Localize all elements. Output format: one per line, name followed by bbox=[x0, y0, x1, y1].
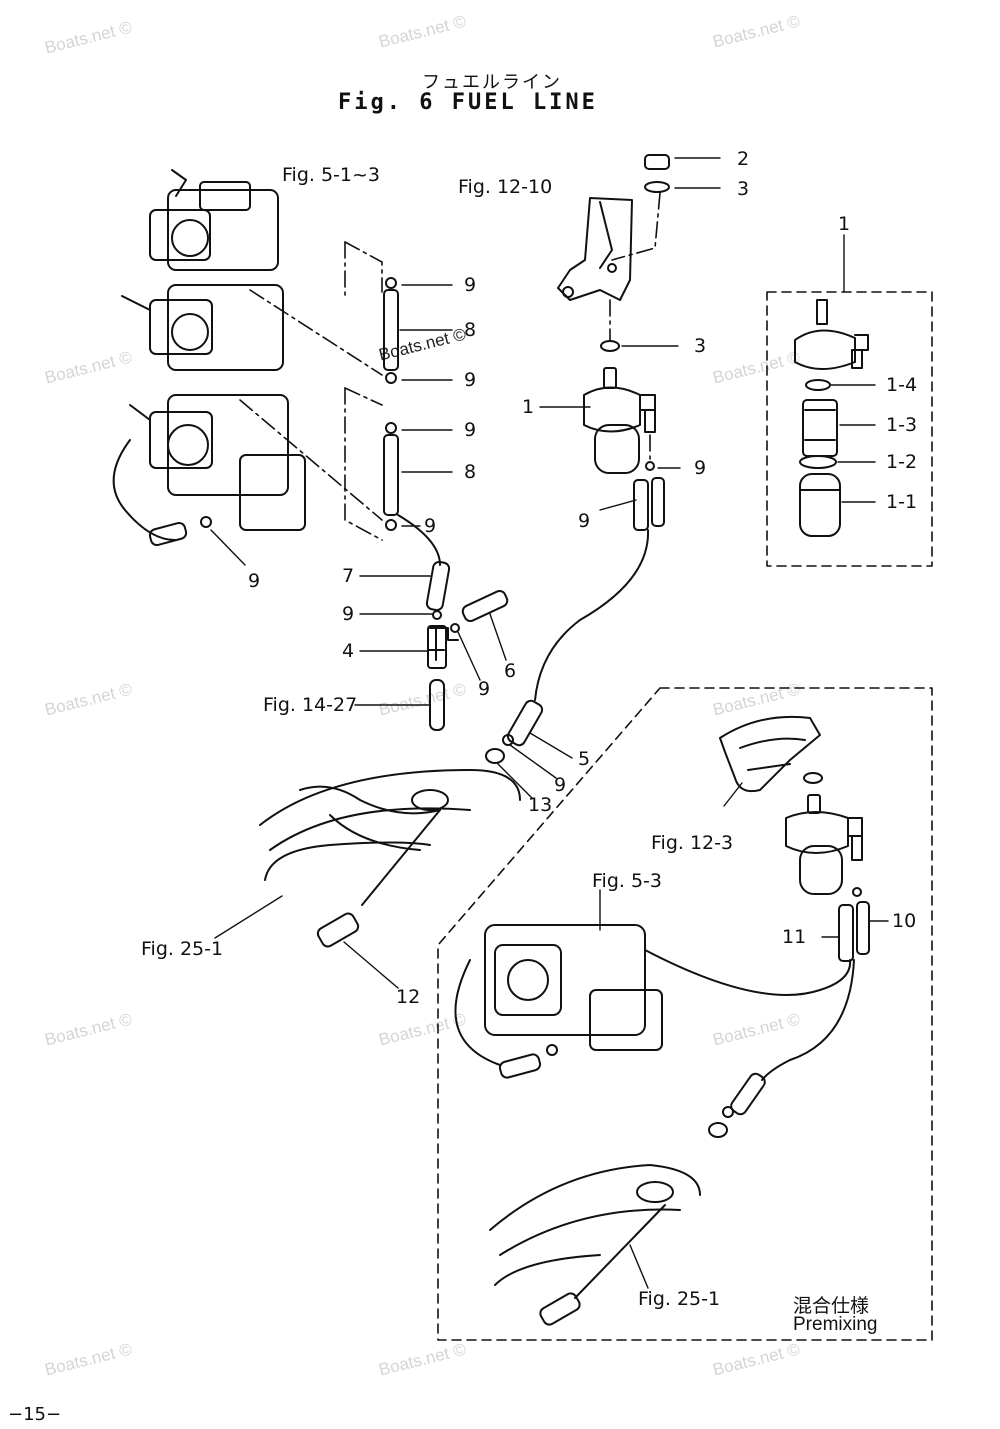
callout-5: 5 bbox=[578, 748, 591, 770]
page-number: −15− bbox=[8, 1404, 62, 1425]
callout-4: 4 bbox=[342, 640, 355, 662]
filter-exploded bbox=[794, 299, 869, 537]
fig-ref-5-3: Fig. 5-3 bbox=[592, 870, 662, 892]
callout-13: 13 bbox=[528, 794, 553, 816]
callout-9: 9 bbox=[464, 274, 477, 296]
callout-9: 9 bbox=[578, 510, 591, 532]
callout-2: 2 bbox=[737, 148, 750, 170]
callout-10: 10 bbox=[892, 910, 917, 932]
callout-1-2: 1-2 bbox=[886, 451, 918, 473]
callout-9: 9 bbox=[464, 369, 477, 391]
callout-9: 9 bbox=[342, 603, 355, 625]
callout-6: 6 bbox=[504, 660, 517, 682]
callout-3: 3 bbox=[737, 178, 750, 200]
fuel-filter bbox=[583, 367, 656, 474]
fig-ref-12-3: Fig. 12-3 bbox=[651, 832, 734, 854]
premixing-label-japanese: 混合仕様 bbox=[793, 1296, 870, 1317]
callout-12: 12 bbox=[396, 986, 421, 1008]
callout-1: 1 bbox=[522, 396, 535, 418]
callout-9: 9 bbox=[464, 419, 477, 441]
callout-1-1: 1-1 bbox=[886, 491, 918, 513]
callout-8: 8 bbox=[464, 319, 477, 341]
title-japanese: フュエルライン bbox=[422, 72, 562, 93]
callout-1-3: 1-3 bbox=[886, 414, 918, 436]
callout-1-4: 1-4 bbox=[886, 374, 918, 396]
fig-ref-5-1-3: Fig. 5-1~3 bbox=[282, 164, 381, 186]
callout-3: 3 bbox=[694, 335, 707, 357]
premixing-label: Premixing bbox=[793, 1314, 878, 1335]
callout-9: 9 bbox=[248, 570, 261, 592]
page-title: Fig. 6 FUEL LINE bbox=[338, 90, 598, 115]
callout-8: 8 bbox=[464, 461, 477, 483]
fig-ref-25-1-premix: Fig. 25-1 bbox=[638, 1288, 721, 1310]
callout-9: 9 bbox=[554, 774, 567, 796]
fig-ref-12-10: Fig. 12-10 bbox=[458, 176, 553, 198]
callout-1-group: 1 bbox=[838, 213, 851, 235]
callout-9: 9 bbox=[424, 515, 437, 537]
callout-11: 11 bbox=[782, 926, 807, 948]
callout-9: 9 bbox=[694, 457, 707, 479]
carburetor-stack bbox=[112, 169, 306, 547]
callout-9: 9 bbox=[478, 678, 491, 700]
fig-ref-14-27: Fig. 14-27 bbox=[263, 694, 358, 716]
callout-7: 7 bbox=[342, 565, 355, 587]
fig-ref-25-1: Fig. 25-1 bbox=[141, 938, 224, 960]
